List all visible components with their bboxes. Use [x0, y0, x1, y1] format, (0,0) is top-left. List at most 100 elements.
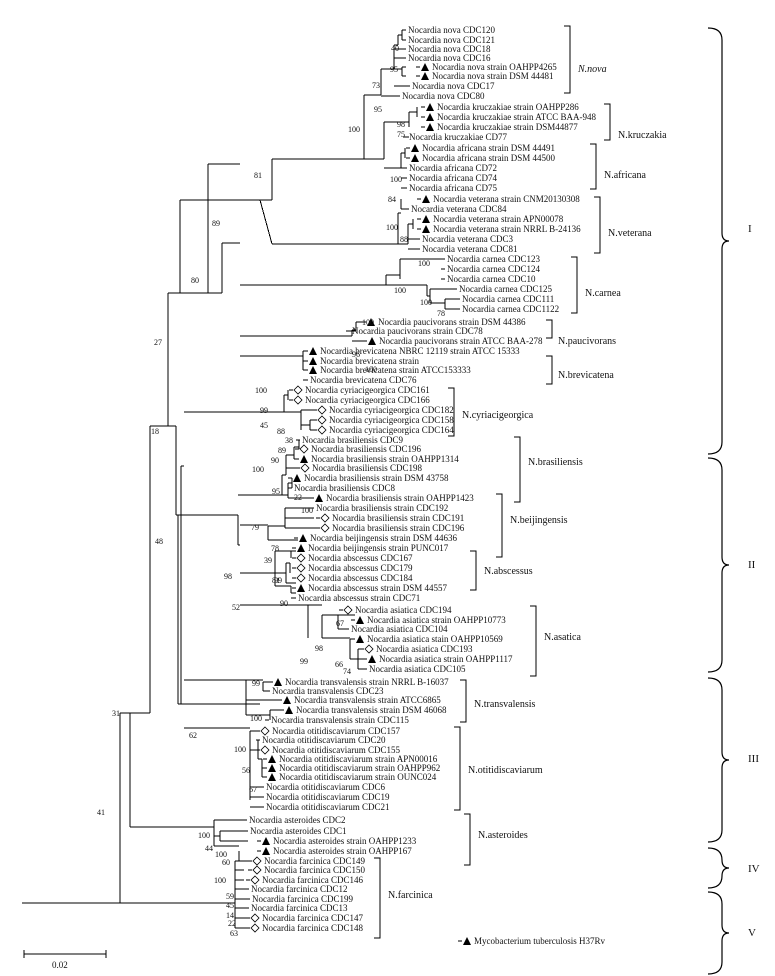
- bootstrap-value: 95: [390, 65, 398, 74]
- leaf-label: Nocardia veterana strain CNM20130308: [433, 194, 580, 204]
- scale-bar-label: 0.02: [52, 960, 68, 970]
- leaf-label: Nocardia brasiliensis strain DSM 43758: [304, 473, 449, 483]
- leaf-label: Nocardia otitidiscaviarum CDC21: [266, 802, 389, 812]
- leaf-label: Nocardia brasiliensis CDC196: [311, 444, 421, 454]
- bootstrap-value: 14: [226, 911, 234, 920]
- leaf-label: Nocardia africana CD72: [409, 163, 497, 173]
- triangle-marker-icon: [356, 616, 364, 624]
- leaf-label: Mycobacterium tuberculosis H37Rv: [474, 936, 605, 946]
- leaf-label: Nocardia asteroides CDC2: [249, 815, 345, 825]
- leaf-label: Nocardia nova strain DSM 44481: [432, 71, 553, 81]
- group-label: IV: [748, 863, 760, 875]
- bootstrap-value: 98: [224, 572, 232, 581]
- diamond-marker-icon: [260, 726, 270, 736]
- leaf-label: Nocardia farcinica CDC199: [252, 894, 353, 904]
- tree-branches: [22, 29, 462, 942]
- leaf-label: Nocardia cyriacigeorgica CDC164: [329, 425, 454, 435]
- clade-label: N.kruczakia: [618, 130, 667, 141]
- leaf-label: Nocardia kruczakiae CD77: [409, 132, 507, 142]
- bootstrap-value: 90: [271, 456, 279, 465]
- diamond-marker-icon: [343, 605, 353, 615]
- bootstrap-value: 67: [249, 785, 257, 794]
- leaf-label: Nocardia farcinica CDC149: [264, 856, 365, 866]
- triangle-marker-icon: [422, 215, 430, 223]
- diamond-marker-icon: [250, 913, 260, 923]
- bootstrap-values: 4095739598751001008184100888910010010078…: [97, 44, 445, 938]
- triangle-marker-icon: [300, 455, 308, 463]
- diamond-marker-icon: [317, 425, 327, 435]
- triangle-marker-icon: [411, 144, 419, 152]
- bootstrap-value: 27: [154, 338, 162, 347]
- triangle-marker-icon: [285, 706, 293, 714]
- leaf-label: Nocardia transvalensis strain ATCC6865: [294, 695, 441, 705]
- leaf-label: Nocardia brasiliensis strain OAHPP1314: [311, 454, 459, 464]
- triangle-marker-icon: [426, 103, 434, 111]
- bootstrap-value: 52: [232, 603, 240, 612]
- clade-bracket: [564, 25, 571, 94]
- diamond-marker-icon: [320, 523, 330, 533]
- triangle-marker-icon: [262, 847, 270, 855]
- leaf-label: Nocardia brevicatena strain: [320, 356, 419, 366]
- bootstrap-value: 59: [226, 892, 234, 901]
- bootstrap-value: 18: [151, 427, 159, 436]
- bootstrap-value: 100: [362, 318, 374, 327]
- group-label: II: [748, 559, 756, 571]
- clade-label: N.asatica: [544, 632, 581, 643]
- bootstrap-value: 78: [437, 309, 445, 318]
- leaf-label: Nocardia abscessus strain DSM 44557: [308, 583, 447, 593]
- bootstrap-value: 44: [205, 844, 213, 853]
- bootstrap-value: 79: [251, 523, 259, 532]
- group-brace: [707, 847, 730, 889]
- leaf-label: Nocardia otitidiscaviarum CDC19: [266, 792, 390, 802]
- group-label: I: [748, 223, 752, 235]
- clade-label: N.brevicatena: [558, 370, 614, 381]
- leaf-label: Nocardia otitidiscaviarum CDC155: [272, 745, 400, 755]
- leaf-label: Nocardia paucivorans strain ATCC BAA-278: [379, 336, 543, 346]
- clade-label: N.transvalensis: [474, 699, 535, 710]
- leaf-label: Nocardia cyriacigeorgica CDC161: [305, 385, 430, 395]
- group-label: III: [748, 753, 759, 765]
- triangle-marker-icon: [422, 225, 430, 233]
- bootstrap-value: 78: [271, 544, 279, 553]
- leaf-label: Nocardia veterana CDC3: [422, 234, 513, 244]
- triangle-marker-icon: [421, 63, 429, 71]
- leaf-label: Nocardia brasiliensis CDC9: [302, 435, 403, 445]
- clade-label: N.paucivorans: [558, 336, 616, 347]
- triangle-marker-icon: [426, 123, 434, 131]
- leaf-label: Nocardia africana strain DSM 44500: [422, 153, 555, 163]
- leaf-markers: [250, 63, 471, 945]
- diamond-marker-icon: [296, 563, 306, 573]
- triangle-marker-icon: [299, 534, 307, 542]
- triangle-marker-icon: [293, 474, 301, 482]
- leaf-label: Nocardia abscessus strain CDC71: [298, 593, 420, 603]
- bootstrap-value: 89: [278, 446, 286, 455]
- bootstrap-value: 89: [212, 219, 220, 228]
- triangle-marker-icon: [309, 366, 317, 374]
- leaf-label: Nocardia abscessus CDC184: [308, 573, 413, 583]
- clade-label: N.farcinica: [388, 890, 433, 901]
- clade-bracket: [464, 813, 471, 866]
- leaf-label: Nocardia asteroides strain OAHPP167: [273, 846, 412, 856]
- triangle-marker-icon: [426, 113, 434, 121]
- leaf-label: Nocardia otitidiscaviarum CDC20: [262, 735, 386, 745]
- bootstrap-value: 56: [242, 766, 250, 775]
- clade-bracket: [514, 436, 521, 503]
- bootstrap-value: 38: [285, 436, 293, 445]
- leaf-label: Nocardia otitidiscaviarum strain APN0001…: [279, 754, 438, 764]
- leaf-label: Nocardia nova CDC18: [408, 44, 491, 54]
- bootstrap-value: 74: [343, 667, 351, 676]
- triangle-marker-icon: [422, 195, 430, 203]
- leaf-label: Nocardia africana CD74: [409, 173, 497, 183]
- clade-bracket: [454, 726, 461, 811]
- diamond-marker-icon: [296, 553, 306, 563]
- leaf-label: Nocardia asteroides strain OAHPP1233: [273, 836, 417, 846]
- leaf-label: Nocardia nova CDC80: [402, 91, 485, 101]
- bootstrap-value: 73: [372, 81, 380, 90]
- leaf-label: Nocardia veterana strain APN00078: [433, 214, 564, 224]
- clade-bracket: [546, 355, 553, 385]
- triangle-marker-icon: [268, 764, 276, 772]
- leaf-label: Nocardia asiatica CDC104: [351, 624, 448, 634]
- clade-label: N.beijingensis: [510, 515, 568, 526]
- leaf-label: Nocardia veterana strain NRRL B-24136: [433, 224, 581, 234]
